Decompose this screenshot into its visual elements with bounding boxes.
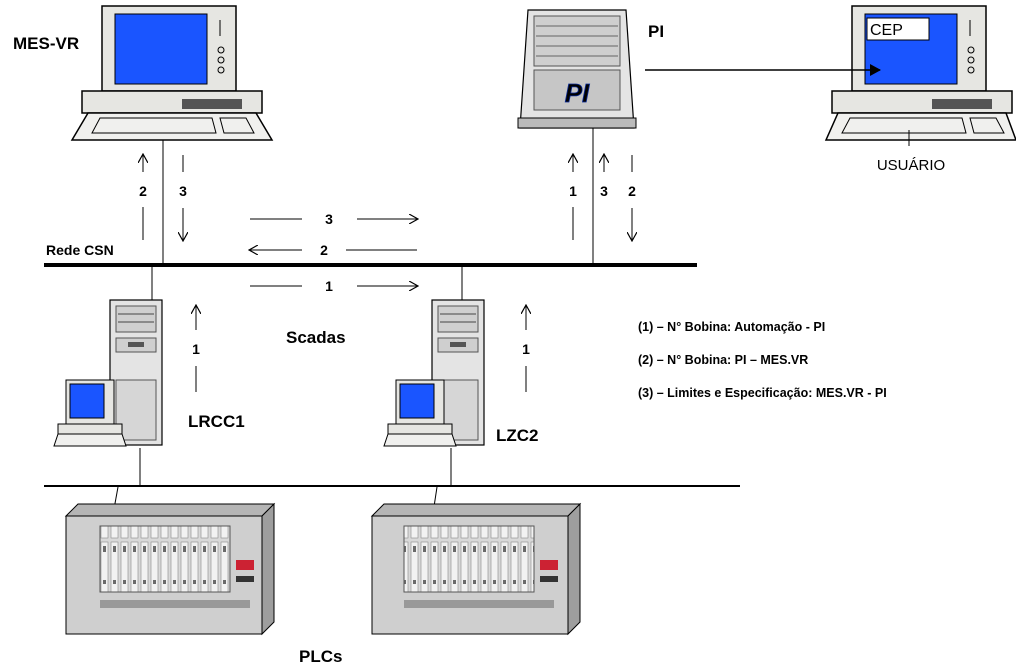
pi-flow-1-number: 1	[569, 183, 577, 199]
user-label: USUÁRIO	[877, 157, 945, 174]
pi-label: PI	[648, 22, 664, 41]
pi-logo-text: PI	[565, 78, 590, 108]
scada-lzc2-icon	[383, 299, 485, 447]
legend-item-1: (1) – N° Bobina: Automação - PI	[638, 320, 825, 334]
mes-vr-computer-icon	[70, 5, 274, 141]
scada-lrcc1-icon	[53, 299, 163, 447]
plc-rack-1-icon	[64, 502, 276, 636]
scadas-label: Scadas	[286, 328, 346, 347]
pi-flow-3-number: 3	[600, 183, 608, 199]
net-flow-2-number: 2	[320, 242, 328, 258]
scada-lrcc1-label: LRCC1	[188, 412, 245, 431]
scada-lzc2-label: LZC2	[496, 426, 539, 445]
legend-item-3: (3) – Limites e Especificação: MES.VR - …	[638, 386, 887, 400]
plc-rack-2-icon	[370, 502, 582, 636]
scada1-flow-1-number: 1	[192, 341, 200, 357]
mes-flow-2-number: 2	[139, 183, 147, 199]
user-computer-icon	[824, 5, 1016, 141]
legend: (1) – N° Bobina: Automação - PI (2) – N°…	[638, 320, 887, 400]
network-label: Rede CSN	[46, 242, 114, 258]
pi-server-icon	[517, 9, 637, 129]
mes-vr-label: MES-VR	[13, 34, 79, 53]
net-flow-1-number: 1	[325, 278, 333, 294]
cep-screen-text: CEP	[870, 22, 903, 39]
scada2-flow-1-number: 1	[522, 341, 530, 357]
plcs-label: PLCs	[299, 647, 342, 666]
net-flow-3-number: 3	[325, 211, 333, 227]
pi-flow-2-number: 2	[628, 183, 636, 199]
legend-item-2: (2) – N° Bobina: PI – MES.VR	[638, 353, 808, 367]
mes-flow-3-number: 3	[179, 183, 187, 199]
